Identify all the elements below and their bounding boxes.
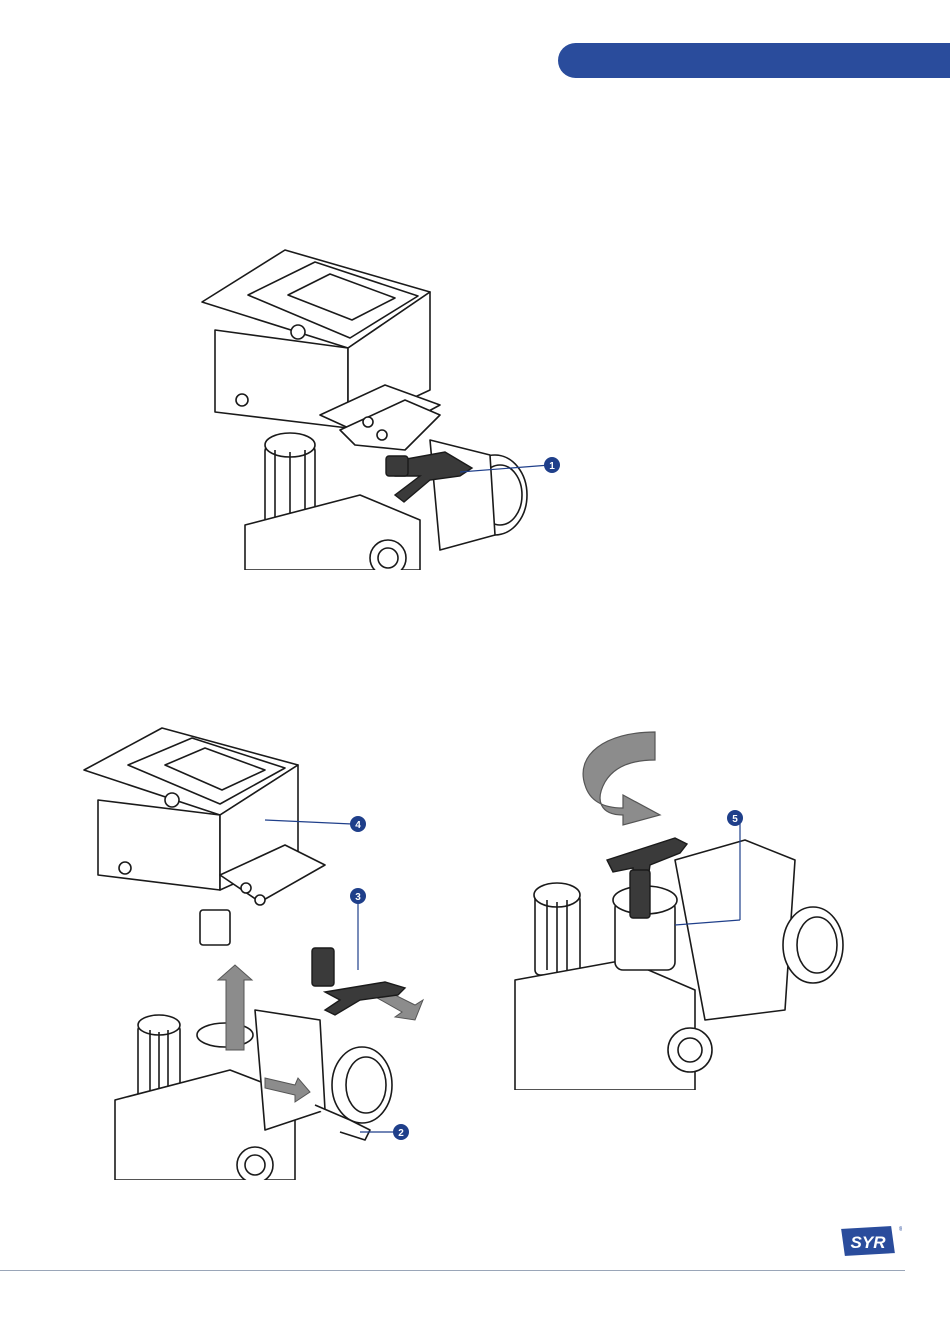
footer-divider [0, 1270, 905, 1271]
callout-label-2: 2 [398, 1128, 404, 1139]
rotation-arrow-icon [583, 732, 660, 825]
callout-label-4: 4 [355, 820, 361, 831]
figure-valve-key-rotation: 5 [495, 720, 855, 1090]
callout-label-5: 5 [732, 814, 738, 825]
registered-mark: ® [899, 1226, 902, 1233]
callout-label-1: 1 [549, 461, 555, 472]
valve-key-rotation-drawing: 5 [495, 720, 855, 1090]
valve-assembled-drawing: 1 [190, 240, 570, 570]
figure-valve-disassembly: 4 3 2 [70, 720, 430, 1180]
valve-disassembly-drawing: 4 3 2 [70, 720, 430, 1180]
callout-label-3: 3 [355, 892, 361, 903]
section-tab-banner [558, 43, 950, 78]
figure-valve-assembled: 1 [190, 240, 570, 570]
syr-logo: SYR ® [836, 1222, 902, 1260]
logo-text: SYR [851, 1233, 887, 1252]
